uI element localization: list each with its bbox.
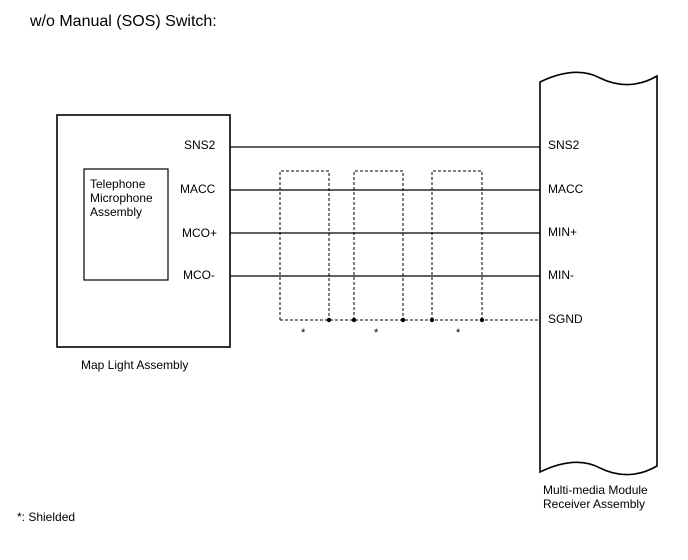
shield-marker-3: * (456, 327, 461, 339)
shield-marker-1: * (301, 327, 306, 339)
right-pin-macc: MACC (548, 182, 584, 196)
telephone-microphone-label-line-3: Assembly (90, 205, 142, 219)
right-pin-sns2: SNS2 (548, 138, 580, 152)
left-pin-sns2: SNS2 (184, 138, 216, 152)
telephone-microphone-label-line-1: Telephone (90, 177, 146, 191)
left-pin-mco-minus: MCO- (183, 268, 215, 282)
left-pin-mco-plus: MCO+ (182, 226, 217, 240)
telephone-microphone-label-line-2: Microphone (90, 191, 153, 205)
junction-dot (429, 317, 435, 323)
map-light-assembly-box (56, 114, 231, 348)
footnote-shielded: *: Shielded (17, 510, 75, 524)
junction-dot (400, 317, 406, 323)
left-pin-macc: MACC (180, 182, 216, 196)
multi-media-module-box (539, 71, 658, 476)
right-pin-min-minus: MIN- (548, 268, 574, 282)
map-light-assembly-label: Map Light Assembly (81, 358, 188, 372)
shield-3 (431, 170, 483, 320)
right-pin-min-plus: MIN+ (548, 225, 577, 239)
multi-media-module-label-line-2: Receiver Assembly (543, 497, 645, 511)
right-pin-sgnd: SGND (548, 312, 583, 326)
junction-dot (351, 317, 357, 323)
junction-dot (326, 317, 332, 323)
junction-dot (479, 317, 485, 323)
shield-1 (279, 170, 330, 320)
multi-media-module-label-line-1: Multi-media Module (543, 483, 648, 497)
diagram-title: w/o Manual (SOS) Switch: (29, 13, 217, 30)
telephone-microphone-assembly-box (83, 168, 169, 281)
shield-2 (353, 170, 404, 320)
shield-marker-2: * (374, 327, 379, 339)
